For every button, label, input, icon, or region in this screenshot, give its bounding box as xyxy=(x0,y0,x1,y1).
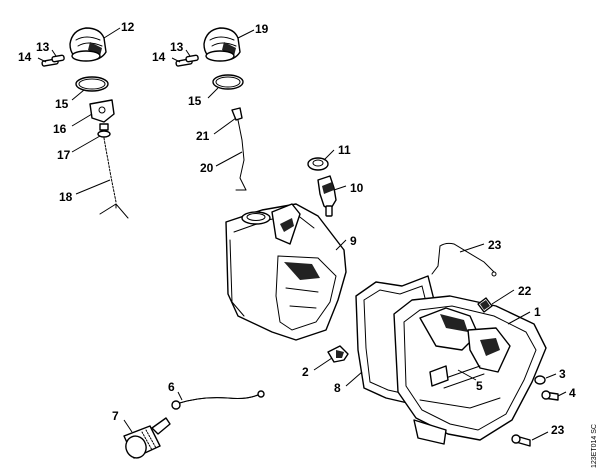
screw-22 xyxy=(477,297,493,313)
fitting-10 xyxy=(317,175,337,217)
washer-17 xyxy=(97,130,111,138)
callout-7: 7 xyxy=(112,409,119,423)
fuel-cap-left xyxy=(69,27,107,62)
fuel-filter xyxy=(123,417,171,459)
callout-8: 8 xyxy=(334,381,341,395)
callout-4: 4 xyxy=(569,386,576,400)
callout-11: 11 xyxy=(338,143,351,157)
callout-3: 3 xyxy=(559,367,566,381)
callout-13-right: 13 xyxy=(170,40,184,54)
callout-22: 22 xyxy=(518,284,532,298)
callout-13-left: 13 xyxy=(36,40,50,54)
o-ring-left xyxy=(75,76,109,92)
housing xyxy=(393,295,547,445)
callout-20: 20 xyxy=(200,161,214,175)
leader-lines xyxy=(37,27,567,441)
grommet-11 xyxy=(307,157,329,171)
pin-left xyxy=(41,54,65,67)
callout-9: 9 xyxy=(350,234,357,248)
control-rod xyxy=(431,242,497,277)
strap-right xyxy=(231,107,247,191)
callout-21: 21 xyxy=(196,129,210,143)
callout-17: 17 xyxy=(57,148,71,162)
fuel-hose xyxy=(171,390,265,410)
callout-15-left: 15 xyxy=(55,97,69,111)
cap-retainer-left xyxy=(89,99,115,131)
elbow-fitting-2 xyxy=(327,345,349,363)
callout-19: 19 xyxy=(255,22,269,36)
callout-12: 12 xyxy=(121,20,135,34)
screw-23-bottom xyxy=(511,434,531,447)
callout-18: 18 xyxy=(59,190,73,204)
callout-6: 6 xyxy=(168,380,175,394)
callout-15-right: 15 xyxy=(188,94,202,108)
fuel-cap-right xyxy=(203,27,241,62)
o-ring-right xyxy=(212,74,244,90)
callout-23-top: 23 xyxy=(488,238,502,252)
fuel-tank xyxy=(225,203,347,341)
callout-23-bottom: 23 xyxy=(551,423,565,437)
screw-4 xyxy=(541,390,559,401)
callout-1: 1 xyxy=(534,305,541,319)
pin-right xyxy=(175,54,199,67)
callout-14-left: 14 xyxy=(18,50,32,64)
callout-16: 16 xyxy=(53,122,67,136)
callout-labels: 12 13 14 15 16 17 18 19 13 14 15 21 20 1… xyxy=(18,20,576,437)
callout-5: 5 xyxy=(476,379,483,393)
callout-14-right: 14 xyxy=(152,50,166,64)
drawing-code: 123ET014 SC xyxy=(591,424,598,468)
callout-10: 10 xyxy=(350,181,364,195)
callout-2: 2 xyxy=(302,365,309,379)
retaining-chain xyxy=(99,137,129,219)
lock-washer-3 xyxy=(534,375,546,385)
